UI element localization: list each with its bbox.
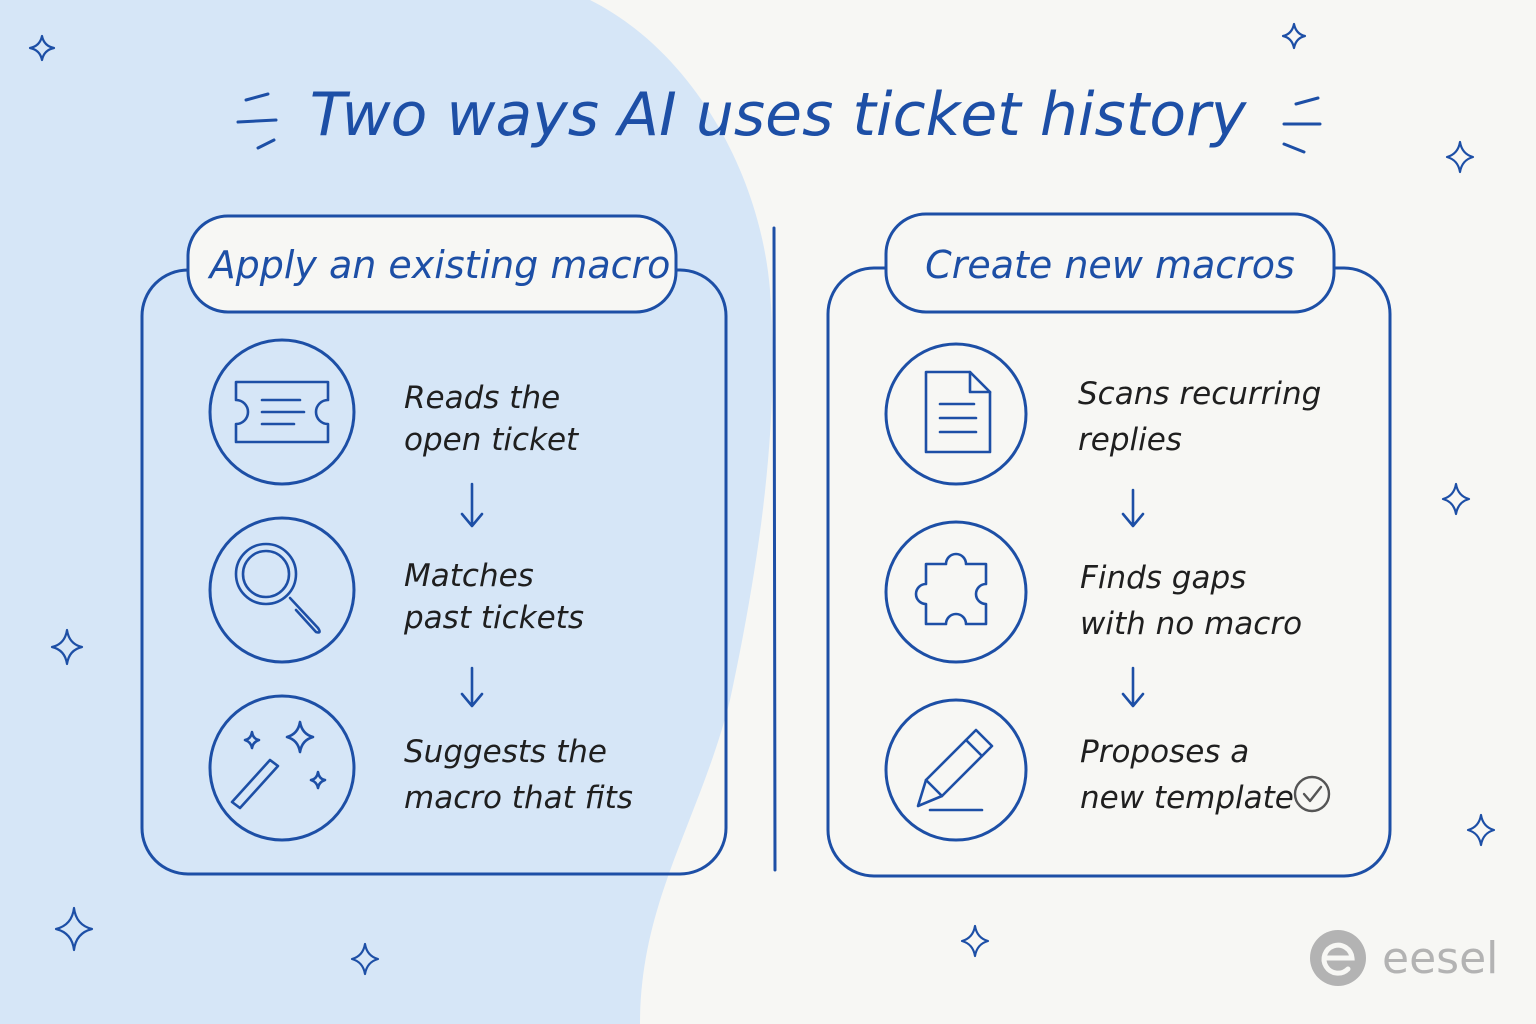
center-divider [772,226,777,872]
step-text: Proposes a [1080,734,1249,770]
step-text: open ticket [404,422,580,458]
arrow-down-icon [1121,488,1145,528]
arrow-down-icon [1121,666,1145,708]
ticket-icon [234,380,330,444]
check-circle-icon [1293,775,1331,813]
background-blob [0,0,773,1024]
eesel-logo-text: eesel [1382,933,1498,984]
step-icon-circle [884,698,1028,842]
step-icon-circle [884,520,1028,664]
card-title-tab [186,214,678,314]
step-icon-circle [884,342,1028,486]
step-text: Scans recurring [1078,376,1321,412]
card-apply-existing-macro: Apply an existing macro Reads the open t… [140,214,728,876]
title-accent-left [236,92,278,150]
magic-wand-icon [230,720,327,810]
sparkle-decorations [28,22,1496,976]
sparkle-star [1281,22,1307,50]
step-text: Finds gaps [1080,560,1246,596]
sparkle-star [960,924,990,958]
step-text: Matches [404,558,534,594]
card-title: Create new macros [925,243,1295,287]
sparkle-star [1445,140,1475,174]
card-title: Apply an existing macro [207,243,671,287]
step-text: replies [1078,422,1182,458]
card-title-tab [884,212,1336,314]
step-text: Reads the [404,380,560,416]
step-icon-circle [208,516,356,664]
page-title: Two ways AI uses ticket history [310,80,1248,150]
step-text: Suggests the [404,734,607,770]
step-text: macro that fits [404,780,633,816]
arrow-down-icon [460,666,484,708]
pencil-icon [916,728,994,812]
step-icon-circle [208,338,356,486]
step-text: new template [1080,780,1294,816]
sparkle-star [28,34,56,62]
eesel-logo: eesel [1310,930,1498,986]
document-icon [924,370,992,454]
step-text: past tickets [403,600,584,636]
sparkle-star [1441,482,1471,516]
sparkle-star [50,628,84,666]
sparkle-star [350,942,380,976]
sparkle-star [54,906,94,952]
magnifier-icon [234,542,321,634]
step-icon-circle [208,694,356,842]
puzzle-piece-icon [914,552,988,626]
arrow-down-icon [460,482,484,528]
card-create-new-macros: Create new macros Scans recurring replie… [826,212,1392,878]
title-accent-right [1282,96,1322,154]
step-text: with no macro [1080,606,1302,642]
sparkle-star [1466,813,1496,847]
